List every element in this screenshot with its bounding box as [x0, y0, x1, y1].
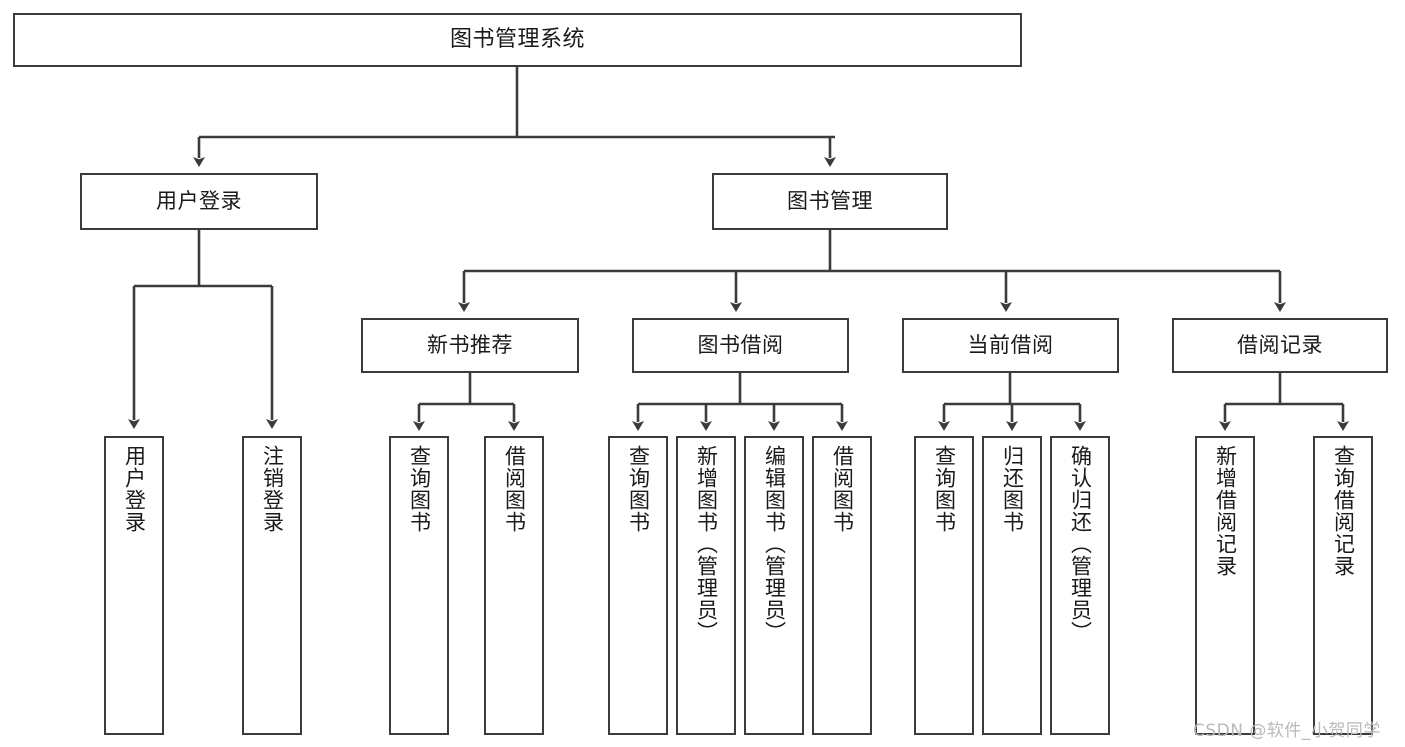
- node-leaf-borrow-book-1-label: 借阅图书: [502, 445, 527, 533]
- node-borrow-record[interactable]: 借阅记录: [1172, 318, 1388, 373]
- node-leaf-query-record[interactable]: 查询借阅记录: [1313, 436, 1373, 735]
- node-leaf-borrow-book-1[interactable]: 借阅图书: [484, 436, 544, 735]
- node-leaf-query-book-3-label: 查询图书: [932, 445, 957, 533]
- node-borrow-record-label: 借阅记录: [1237, 333, 1323, 358]
- node-leaf-edit-book-label: 编辑图书（管理员）: [762, 445, 787, 643]
- node-current-borrow[interactable]: 当前借阅: [902, 318, 1119, 373]
- node-leaf-query-book-2[interactable]: 查询图书: [608, 436, 668, 735]
- node-leaf-confirm-return-label: 确认归还（管理员）: [1068, 445, 1093, 643]
- node-root[interactable]: 图书管理系统: [13, 13, 1022, 67]
- node-leaf-add-record-label: 新增借阅记录: [1213, 445, 1238, 577]
- node-leaf-edit-book[interactable]: 编辑图书（管理员）: [744, 436, 804, 735]
- node-leaf-logout-label: 注销登录: [260, 445, 285, 533]
- node-book-borrow-label: 图书借阅: [697, 333, 784, 358]
- node-user-login[interactable]: 用户登录: [80, 173, 318, 230]
- node-book-borrow[interactable]: 图书借阅: [632, 318, 849, 373]
- node-leaf-add-book-label: 新增图书（管理员）: [694, 445, 719, 643]
- node-leaf-borrow-book-2-label: 借阅图书: [830, 445, 855, 533]
- node-leaf-logout[interactable]: 注销登录: [242, 436, 302, 735]
- node-leaf-return-book-label: 归还图书: [1000, 445, 1025, 533]
- node-leaf-query-book-1[interactable]: 查询图书: [389, 436, 449, 735]
- node-new-book-rec-label: 新书推荐: [427, 333, 513, 358]
- node-leaf-add-book[interactable]: 新增图书（管理员）: [676, 436, 736, 735]
- node-leaf-user-login-label: 用户登录: [122, 445, 147, 533]
- node-leaf-borrow-book-2[interactable]: 借阅图书: [812, 436, 872, 735]
- csdn-watermark: CSDN @软件_小贺同学: [1193, 721, 1381, 741]
- node-book-manage-label: 图书管理: [787, 189, 873, 214]
- node-leaf-return-book[interactable]: 归还图书: [982, 436, 1042, 735]
- node-root-label: 图书管理系统: [449, 27, 585, 53]
- node-leaf-query-book-2-label: 查询图书: [626, 445, 651, 533]
- node-book-manage[interactable]: 图书管理: [712, 173, 948, 230]
- node-leaf-confirm-return[interactable]: 确认归还（管理员）: [1050, 436, 1110, 735]
- node-leaf-query-book-1-label: 查询图书: [407, 445, 432, 533]
- node-leaf-query-record-label: 查询借阅记录: [1331, 445, 1356, 577]
- node-leaf-user-login[interactable]: 用户登录: [104, 436, 164, 735]
- node-leaf-query-book-3[interactable]: 查询图书: [914, 436, 974, 735]
- node-current-borrow-label: 当前借阅: [967, 333, 1054, 358]
- node-leaf-add-record[interactable]: 新增借阅记录: [1195, 436, 1255, 735]
- node-new-book-rec[interactable]: 新书推荐: [361, 318, 579, 373]
- node-user-login-label: 用户登录: [156, 189, 242, 214]
